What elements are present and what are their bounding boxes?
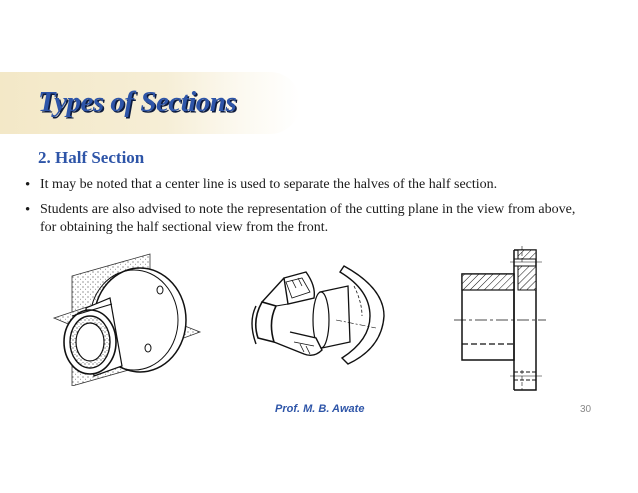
bullet-list: It may be noted that a center line is us…: [24, 176, 594, 244]
orthographic-half-section-figure: [454, 246, 546, 391]
footer-author: Prof. M. B. Awate: [275, 403, 365, 415]
slide-title: Types of Sections: [38, 86, 237, 118]
bullet-item: Students are also advised to note the re…: [24, 201, 594, 237]
half-sectioned-part-figure: [251, 265, 385, 365]
page-number: 30: [580, 404, 592, 415]
bullet-item: It may be noted that a center line is us…: [24, 176, 594, 194]
section-subtitle: 2. Half Section: [38, 148, 145, 167]
isometric-cutting-plane-figure: [52, 253, 202, 386]
title-band: [0, 72, 300, 134]
